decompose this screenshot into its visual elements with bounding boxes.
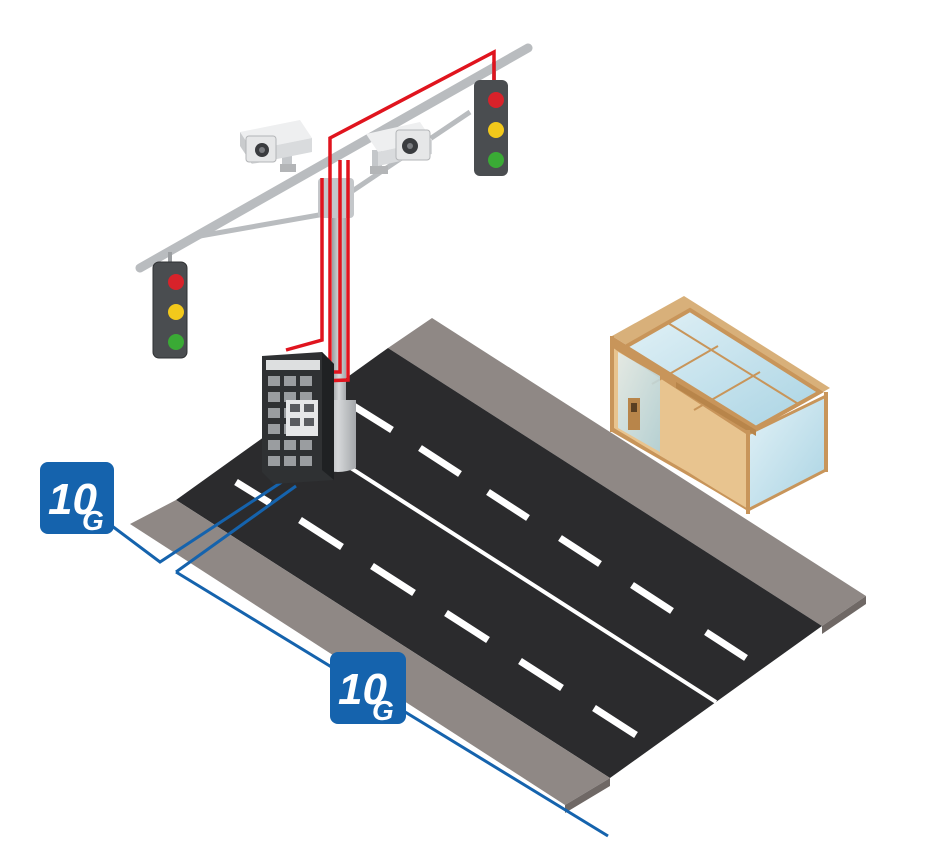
badge-main-text: 10 xyxy=(48,475,97,524)
center-line xyxy=(280,422,718,704)
badge-sub-text: G xyxy=(82,505,104,536)
badge-main-text: 10 xyxy=(338,665,387,714)
cctv-camera-icon xyxy=(240,120,312,172)
bandwidth-badge: 10 G xyxy=(330,652,406,726)
near-curb xyxy=(565,778,610,813)
lane-dashes xyxy=(234,402,748,738)
traffic-light-icon xyxy=(474,80,508,176)
industrial-switch-icon xyxy=(262,352,334,484)
bandwidth-badge: 10 G xyxy=(40,462,114,536)
far-sidewalk xyxy=(388,318,866,626)
cctv-camera-icon xyxy=(366,122,432,174)
bus-shelter-icon xyxy=(610,296,830,514)
traffic-light-icon xyxy=(152,261,188,359)
far-curb xyxy=(822,596,866,634)
badge-sub-text: G xyxy=(372,695,394,726)
